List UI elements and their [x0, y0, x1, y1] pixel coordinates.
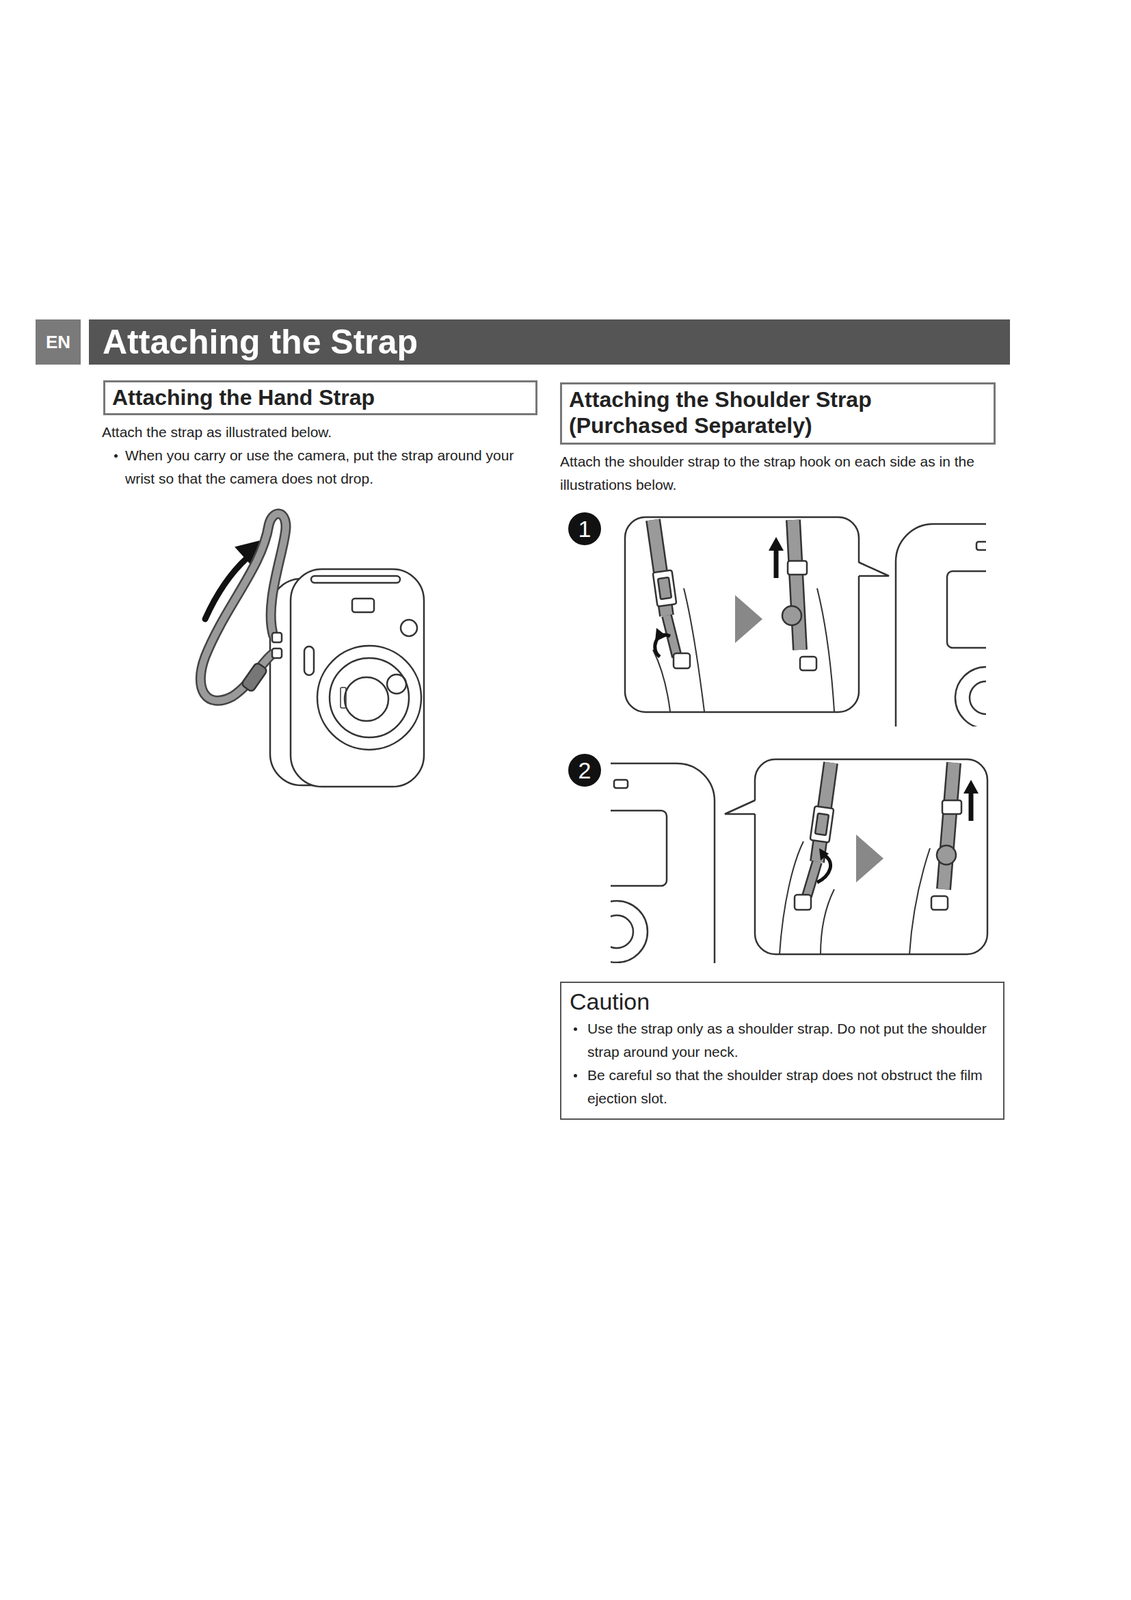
caution-box: CautionUse the strap only as a shoulder …: [560, 981, 1005, 1120]
callout-number: 2: [568, 753, 602, 787]
box-heading: Attaching the Hand Strap: [112, 384, 529, 411]
section-heading-box: Attaching the Hand Strap: [103, 380, 538, 416]
language-tab: [35, 319, 81, 365]
box-body-text: Use the strap only as a shoulder strap. …: [569, 1016, 994, 1064]
camera-side-view: [610, 763, 715, 963]
strap-step-2-illustration: [724, 759, 988, 954]
section-heading-box: Attaching the Shoulder Strap (Purchased …: [560, 382, 996, 445]
callout-number: 1: [568, 512, 602, 545]
title-band: [88, 319, 1010, 365]
camera-illustration: [200, 513, 424, 787]
strap-step-1-illustration: [624, 516, 889, 712]
callout-circle: [568, 753, 602, 787]
bullet-text: When you carry or use the camera, put th…: [114, 443, 542, 491]
language-tag: EN: [35, 326, 81, 357]
box-body-text: Be careful so that the shoulder strap do…: [569, 1063, 994, 1110]
page-title: Attaching the Strap: [102, 319, 418, 365]
box-heading: Attaching the Shoulder Strap (Purchased …: [568, 386, 987, 439]
box-heading: Caution: [569, 986, 994, 1016]
body-text: Attach the shoulder strap to the strap h…: [560, 449, 1002, 497]
body-text: Attach the strap as illustrated below.: [101, 420, 540, 444]
callout-circle: [568, 512, 602, 545]
camera-side-view: [895, 523, 987, 727]
